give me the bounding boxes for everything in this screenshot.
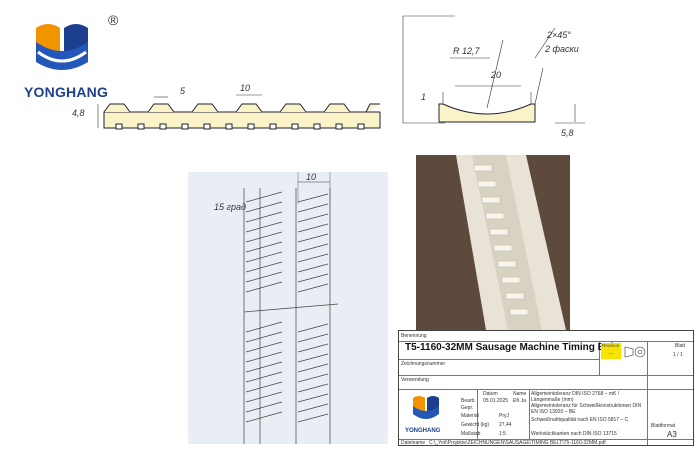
label-benennung: Benennung (401, 333, 427, 339)
hand-sketch: 10 15 град (188, 172, 388, 444)
massstab-value: 1:5 (499, 431, 506, 437)
dim-tooth-pitch: 10 (240, 83, 250, 93)
label-bearb: Bearb. (461, 398, 476, 404)
blattformat-value: A3 (667, 430, 677, 439)
material-value: PryJ (499, 413, 509, 419)
label-name: Name (513, 391, 527, 397)
revision-value: — (609, 351, 614, 356)
registered-mark: ® (108, 12, 119, 28)
dim-belt-thickness: 4,8 (72, 108, 85, 118)
label-werkstueck: Werkstückkanten nach DIN ISO 13715 (531, 431, 617, 437)
logo-wordmark: YONGHANG (24, 84, 109, 100)
label-allgemeintoleranz: Allgemeintoleranz DIN ISO 2768 – mK / Lä… (531, 391, 620, 403)
label-massstab: Maßstab (461, 431, 481, 437)
date-value: 05.01.2025 (483, 398, 509, 404)
label-zeichnungsnummer: Zeichnungsnummer (401, 361, 446, 367)
label-revision: Revision (602, 343, 620, 348)
label-datum: Datum (483, 391, 498, 397)
gewicht-value: 27,44 (499, 422, 512, 428)
yonghang-logo: YONGHANG (18, 12, 123, 107)
dim-groove-depth: 1 (421, 92, 426, 102)
label-blattformat: Blattformat (651, 423, 676, 429)
title-block: Benennung T5-1160-32MM Sausage Machine T… (398, 330, 694, 446)
label-blatt: Blatt (675, 343, 686, 349)
yonghang-emblem-icon (36, 24, 88, 70)
belt-profile-drawing: 4,8 5 10 (72, 83, 381, 130)
dim-section-thickness: 5,8 (561, 128, 574, 138)
cross-section-drawing: R 12,7 2×45° 2 фаски 20 1 5,8 (402, 15, 585, 138)
dim-chamfer-note: 2 фаски (544, 44, 579, 54)
dim-radius: R 12,7 (453, 46, 481, 56)
titleblock-company: YONGHANG (405, 428, 441, 434)
author-name: Đỗ Ja (513, 398, 527, 404)
dateiname-value: C:\_Yeti\Projekte\ZEICHNUNGEN\SAUSAGE\TI… (429, 440, 606, 446)
label-gepr: Gepr. (461, 405, 474, 411)
revision-box: Revision — (601, 343, 621, 359)
label-verwendung: Verwendung (401, 377, 429, 383)
label-dateiname: Dateiname (401, 440, 426, 446)
label-gewicht: Gewicht (kg) (461, 422, 490, 428)
sketch-dim-pitch: 10 (306, 172, 316, 182)
label-material: Material (461, 413, 479, 419)
titleblock-logo-icon (413, 396, 439, 419)
belt-photo-image (416, 155, 570, 330)
label-schweiss: Allgemeintoleranz für Schweißkonstruktio… (531, 403, 642, 415)
drawing-title: T5-1160-32MM Sausage Machine Timing Belt (405, 342, 617, 353)
sketch-angle-label: 15 град (214, 202, 246, 212)
label-schweissnaht: Schweißnahtqualität nach EN ISO 5817 – C (531, 417, 629, 423)
dim-section-width: 20 (490, 70, 501, 80)
projection-symbol-icon (624, 346, 646, 358)
sheet-number: 1 / 1 (673, 352, 683, 358)
dim-chamfer: 2×45° (546, 30, 571, 40)
dim-tooth-width: 5 (180, 86, 186, 96)
timing-belt-photo (416, 155, 570, 330)
sketch-drawing: 10 15 град (214, 172, 339, 444)
